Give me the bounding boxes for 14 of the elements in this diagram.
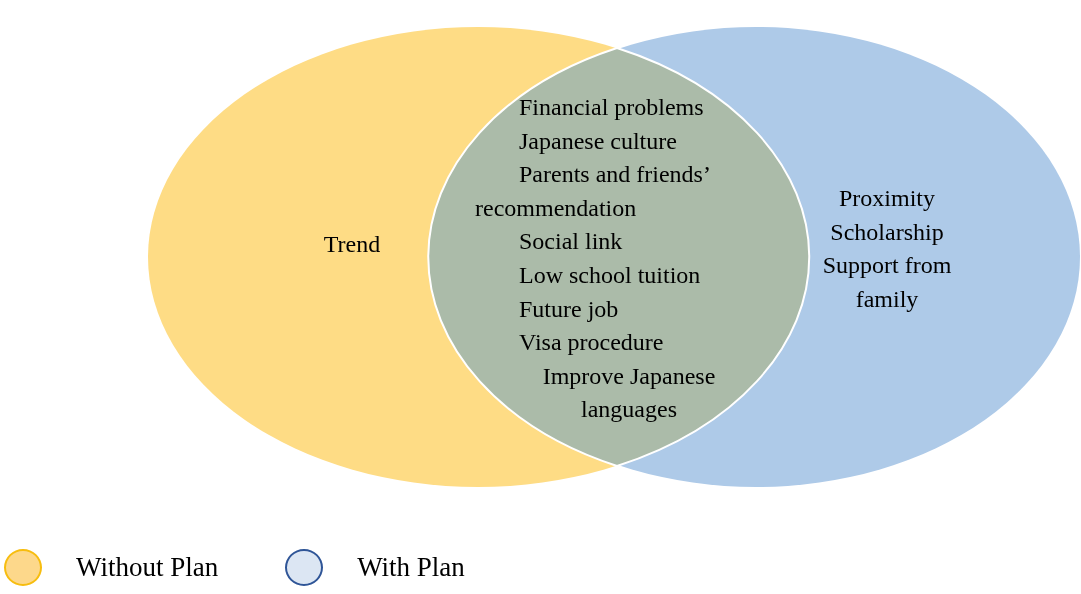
overlap-item: Social link bbox=[519, 227, 624, 257]
overlap-item: Improve Japanese languages bbox=[541, 361, 717, 425]
circle-label: Trend bbox=[322, 230, 382, 259]
circle-label: Proximity bbox=[838, 184, 936, 213]
circle-label: Scholarship bbox=[829, 217, 945, 247]
overlap-item: Financial problems bbox=[519, 93, 705, 122]
overlap-item: Japanese culture bbox=[519, 126, 678, 156]
overlap-item: Low school tuition bbox=[519, 260, 702, 290]
overlap-item: Future job bbox=[519, 294, 620, 324]
legend-label: Without Plan bbox=[76, 552, 219, 583]
overlap-item: Parents and friends’ recommendation bbox=[475, 160, 711, 223]
overlap-item: Visa procedure bbox=[519, 328, 665, 358]
legend-label: With Plan bbox=[357, 552, 465, 583]
circle-label: Support from family bbox=[821, 251, 953, 314]
